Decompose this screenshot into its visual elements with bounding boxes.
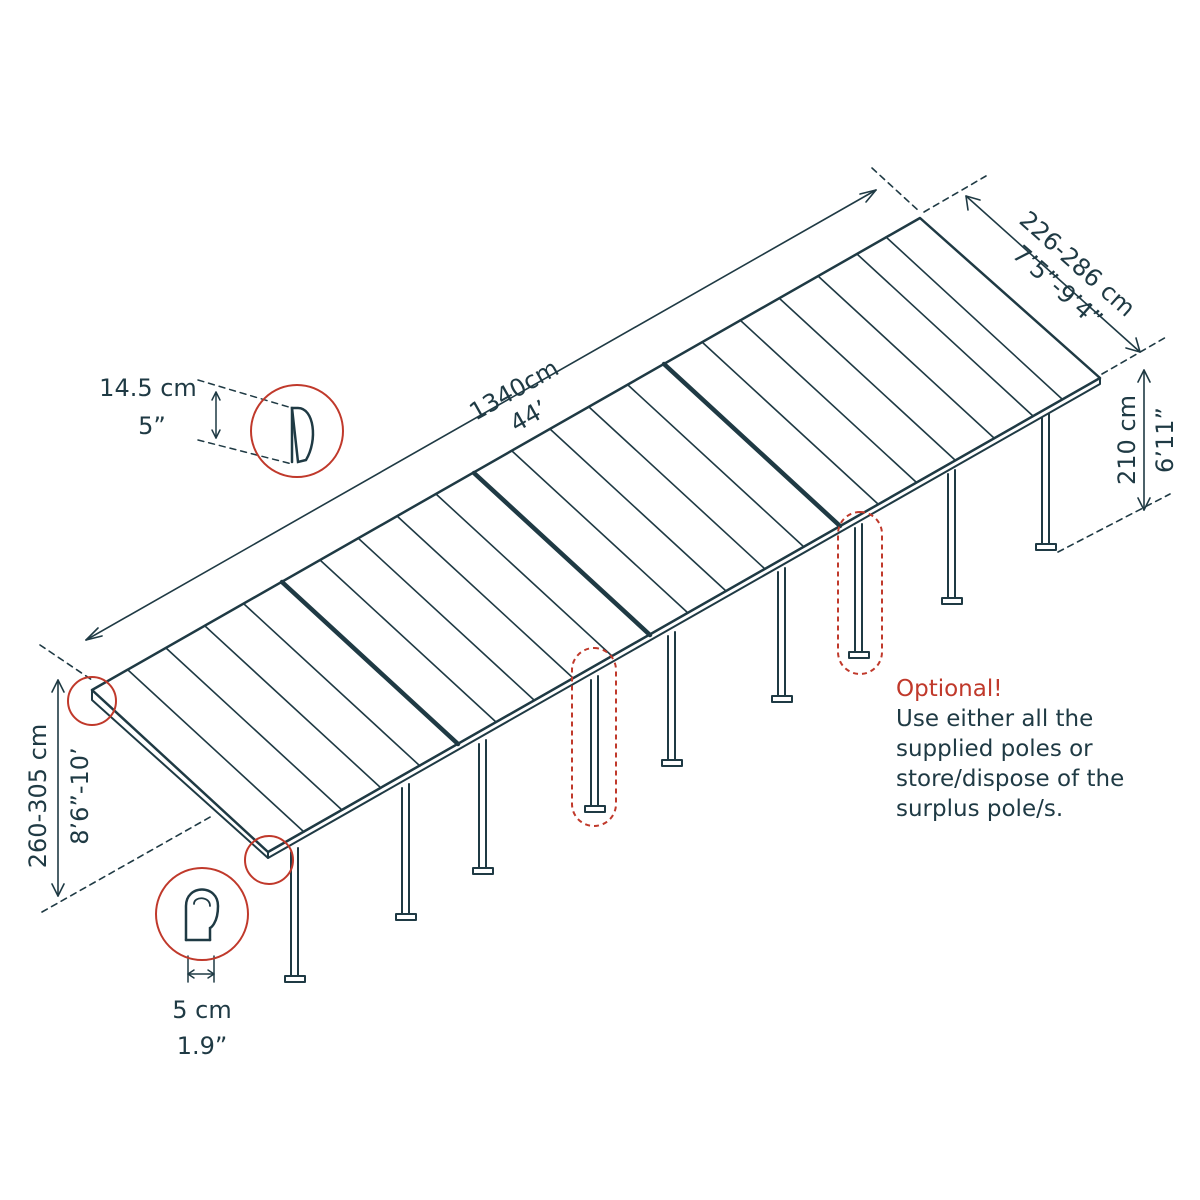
post xyxy=(661,631,683,767)
post xyxy=(941,469,963,605)
front-height-dimension-line xyxy=(41,679,213,913)
post-width-imperial-label: 1.9” xyxy=(177,1032,228,1060)
back-height-metric-label: 210 cm xyxy=(1113,395,1141,485)
back-height-imperial-label: 6’11” xyxy=(1151,407,1179,473)
optional-note-line: store/dispose of the xyxy=(896,766,1124,792)
post xyxy=(284,847,306,983)
gutter-detail-circle xyxy=(250,384,344,478)
optional-pole-highlight xyxy=(571,647,617,827)
front-height-metric-label: 260-305 cm xyxy=(24,724,52,868)
gutter-imperial-label: 5” xyxy=(138,412,166,440)
post-optional xyxy=(848,523,870,659)
post-optional xyxy=(584,675,606,813)
posts xyxy=(284,413,1057,983)
roof-left-edge xyxy=(91,689,269,859)
optional-note-line: surplus pole/s. xyxy=(896,796,1063,822)
post xyxy=(472,739,494,875)
gutter-height-indicator xyxy=(197,379,293,465)
post-bracket-icon xyxy=(184,888,220,942)
optional-pole-highlight xyxy=(837,511,883,675)
roof-beams xyxy=(279,361,843,747)
optional-note-line: Use either all the xyxy=(896,706,1093,732)
depth-dimension-line xyxy=(923,175,1169,375)
gutter-profile-icon xyxy=(290,406,315,464)
roof-front-edge xyxy=(267,377,1101,859)
gutter-metric-label: 14.5 cm xyxy=(99,374,197,402)
corner-highlight-circle xyxy=(67,676,117,726)
optional-note-line: supplied poles or xyxy=(896,736,1093,762)
post-detail-circle xyxy=(155,867,249,961)
post xyxy=(1035,413,1057,551)
front-height-imperial-label: 8’6”-10’ xyxy=(66,747,94,844)
post-width-metric-label: 5 cm xyxy=(172,996,231,1024)
back-height-dimension-line xyxy=(1057,369,1171,553)
post xyxy=(395,783,417,921)
post-width-indicator xyxy=(187,955,215,983)
bracket-highlight-circle xyxy=(244,835,294,885)
roof-panels xyxy=(127,236,1063,833)
optional-note-title: Optional! xyxy=(896,676,1002,702)
length-dimension-line xyxy=(39,167,921,681)
post xyxy=(771,567,793,703)
